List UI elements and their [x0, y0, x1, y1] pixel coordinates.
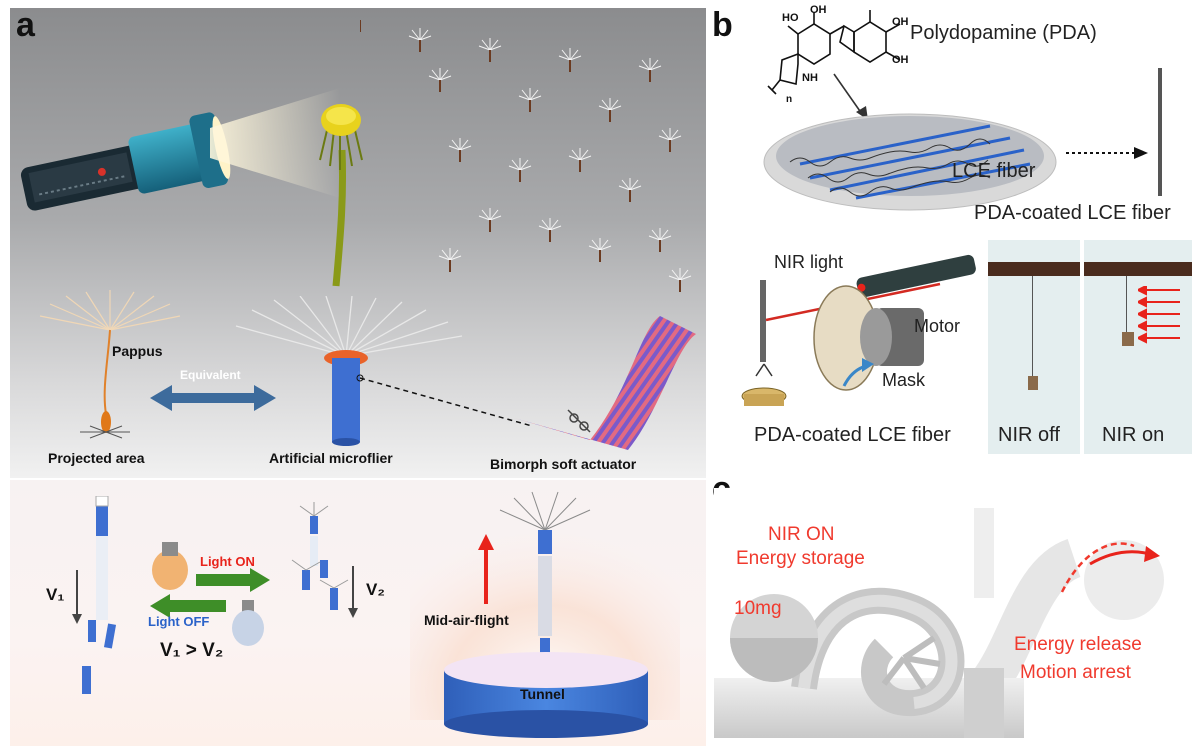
mid-air-flight-label: Mid-air-flight	[424, 612, 509, 628]
v1-label: V₁	[46, 585, 65, 604]
lce-fiber-label: LCE fiber	[952, 160, 1036, 182]
nir-off-weight	[1028, 376, 1038, 390]
v1-gt-v2-label: V₁ > V₂	[160, 640, 224, 661]
energy-release-label: Energy release	[1014, 634, 1142, 655]
motion-arrest-label: Motion arrest	[1020, 662, 1131, 683]
nir-on-red-arrows	[1138, 286, 1180, 344]
chem-oh-3: OH	[892, 16, 909, 28]
hovering-fliers	[291, 502, 349, 610]
light-on-label: Light ON	[200, 554, 255, 569]
light-bulb-on-icon	[152, 542, 188, 590]
nir-on-photo	[1084, 240, 1192, 454]
nir-off-fiber	[1032, 276, 1033, 376]
pda-molecule-icon	[767, 10, 901, 95]
nir-on-weight	[1122, 332, 1134, 346]
light-on-arrow	[196, 568, 270, 592]
pda-coated-fiber-top-label: PDA-coated LCE fiber	[974, 202, 1171, 224]
chem-oh-1: HO	[782, 12, 799, 24]
nir-off-photo	[988, 240, 1080, 454]
dandelion-icon	[319, 104, 363, 287]
artificial-microflier-label: Artificial microflier	[269, 450, 393, 466]
bimorph-soft-actuator-label: Bimorph soft actuator	[490, 456, 637, 472]
equivalent-double-arrow	[150, 385, 276, 411]
nir-off-label: NIR off	[998, 424, 1060, 446]
equivalent-label: Equivalent	[180, 368, 241, 382]
panel-b-letter: b	[712, 6, 733, 44]
nir-on-label: NIR on	[1102, 424, 1165, 446]
rolling-mechanism-icon	[714, 508, 1164, 738]
energy-storage-label: Energy storage	[736, 548, 865, 569]
nir-on-fiber	[1126, 276, 1127, 332]
flying-seeds	[360, 20, 692, 293]
light-off-label: Light OFF	[148, 614, 210, 629]
panel-b: b HO OH OH OH NH n Polydopamine (PDA)	[706, 0, 1200, 460]
dashed-connector	[356, 374, 533, 427]
nir-off-bar	[988, 262, 1080, 276]
panel-a-letter: a	[16, 6, 35, 44]
microflier-icon	[235, 296, 463, 446]
chem-nh: NH	[802, 72, 818, 84]
v1-arrow	[72, 570, 82, 624]
mask-label: Mask	[882, 370, 926, 390]
bimorph-actuator-icon	[514, 316, 696, 450]
tunnel-label: Tunnel	[520, 686, 565, 702]
pappus-label: Pappus	[112, 343, 163, 359]
pda-coated-fiber-rod	[1158, 68, 1162, 196]
light-bulb-off-icon	[232, 600, 264, 646]
nir-light-label: NIR light	[774, 252, 844, 272]
chem-n: n	[786, 94, 793, 105]
light-beam	[210, 88, 340, 198]
projected-area-label: Projected area	[48, 450, 145, 466]
motor-label: Motor	[914, 316, 961, 336]
panel-a: a	[10, 6, 706, 746]
mass-label: 10mg	[734, 598, 782, 619]
falling-fliers-left	[82, 496, 117, 694]
petri-dish-icon	[763, 113, 1057, 211]
pda-coated-fiber-bottom-label: PDA-coated LCE fiber	[754, 424, 951, 446]
chem-oh-4: OH	[892, 54, 909, 66]
panel-c: c NIR ON Energy storage 10mg Energy rele…	[706, 466, 1200, 754]
dotted-transfer-arrow	[1066, 147, 1148, 159]
tunnel-icon	[444, 652, 648, 738]
nir-setup-icon	[741, 254, 976, 406]
polydopamine-label: Polydopamine (PDA)	[910, 22, 1097, 44]
upward-red-arrow	[478, 534, 494, 604]
light-off-arrow	[150, 594, 226, 618]
chem-oh-2: OH	[810, 4, 827, 16]
v2-label: V₂	[366, 580, 385, 599]
nir-on-c-label: NIR ON	[768, 524, 835, 545]
v2-arrow	[348, 566, 358, 618]
nir-on-bar	[1084, 262, 1192, 276]
pappus-seed-icon	[39, 290, 181, 439]
